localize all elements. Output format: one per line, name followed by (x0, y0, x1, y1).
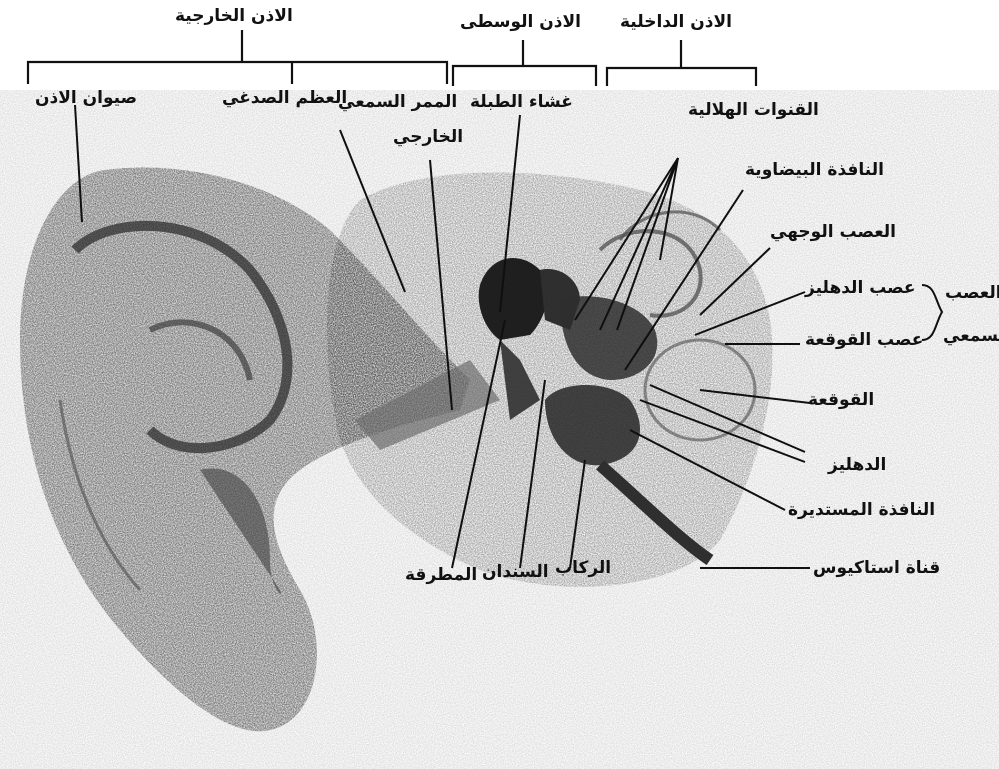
label-stapes: الركاب (555, 558, 611, 578)
label-vestibular-nerve: عصب الدهليز (805, 278, 916, 298)
label-oval-window: النافذة البيضاوية (745, 160, 884, 180)
bracket-middle-ear (453, 40, 596, 86)
label-incus: السندان (482, 562, 549, 582)
bracket-outer-ear (28, 30, 447, 84)
label-eardrum: غشاء الطبلة (470, 92, 573, 112)
label-ear-canal-2: الخارجي (393, 127, 463, 147)
label-eustachian-tube: قناة استاكيوس (813, 558, 940, 578)
label-malleus: المطرقة (405, 565, 477, 585)
outer-ear-heading: الاذن الخارجية (175, 6, 293, 26)
label-facial-nerve: العصب الوجهي (770, 222, 896, 242)
label-cochlea: القوقعة (808, 390, 874, 410)
label-ear-canal: الممر السمعي (338, 92, 457, 112)
label-auditory-nerve: العصب (945, 283, 999, 303)
inner-ear-heading: الاذن الداخلية (620, 12, 732, 32)
middle-ear-heading: الاذن الوسطى (460, 12, 581, 32)
label-temporal-bone: العظم الصدغي (222, 88, 347, 108)
bracket-inner-ear (607, 40, 756, 86)
label-pinna: صيوان الاذن (35, 88, 137, 108)
label-round-window: النافذة المستديرة (788, 500, 935, 520)
label-auditory-nerve-2: السمعي (943, 326, 999, 346)
label-semicircular-canals: القنوات الهلالية (688, 100, 819, 120)
label-vestibule: الدهليز (828, 455, 886, 475)
label-cochlear-nerve: عصب القوقعة (805, 330, 923, 350)
